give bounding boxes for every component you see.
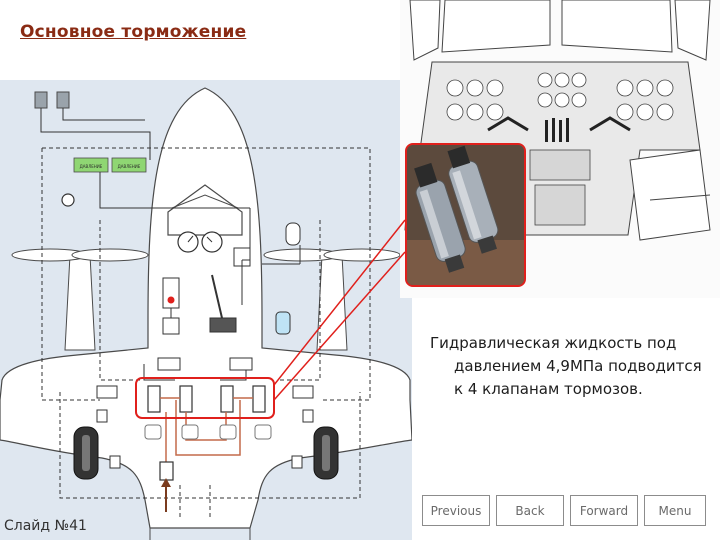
supply-valve bbox=[159, 461, 174, 481]
indicator-label-1: ДАВЛЕНИЕ bbox=[80, 164, 103, 169]
left-propeller bbox=[11, 248, 149, 262]
brake-drum-3 bbox=[219, 424, 237, 440]
right-engine bbox=[316, 254, 348, 351]
center-console bbox=[529, 149, 591, 226]
brake-valves-image bbox=[407, 145, 524, 285]
control-box-2 bbox=[56, 91, 70, 109]
valve-left-outer bbox=[96, 385, 118, 399]
hydraulic-tank bbox=[275, 311, 291, 335]
previous-button[interactable]: Previous bbox=[422, 495, 490, 526]
brake-valve-4 bbox=[252, 385, 266, 413]
valve-right-outer bbox=[292, 385, 314, 399]
brake-lever bbox=[211, 274, 223, 319]
brake-valve-2 bbox=[179, 385, 193, 413]
control-box-1 bbox=[34, 91, 48, 109]
cockpit-window bbox=[167, 184, 243, 236]
brake-system-diagram: ДАВЛЕНИЕ ДАВЛЕНИЕ bbox=[0, 80, 412, 540]
indicator-label-2: ДАВЛЕНИЕ bbox=[118, 164, 141, 169]
brake-valve-3 bbox=[220, 385, 234, 413]
valve-top-left bbox=[157, 357, 181, 371]
back-button[interactable]: Back bbox=[496, 495, 564, 526]
green-indicator-1 bbox=[73, 157, 109, 173]
brake-drum-2 bbox=[181, 424, 199, 440]
brake-valve-1 bbox=[147, 385, 161, 413]
instrument-gauges bbox=[446, 72, 674, 121]
parking-brake-red bbox=[167, 296, 175, 304]
valve-top-right bbox=[229, 357, 253, 371]
aircraft-outline bbox=[0, 87, 412, 529]
green-indicator-2 bbox=[111, 157, 147, 173]
forward-button[interactable]: Forward bbox=[570, 495, 638, 526]
brake-drum-1 bbox=[144, 424, 162, 440]
aircraft-schematic: ДАВЛЕНИЕ ДАВЛЕНИЕ bbox=[0, 87, 412, 540]
small-gauge bbox=[61, 193, 75, 207]
description-paragraph: Гидравлическая жидкость под давлением 4,… bbox=[430, 334, 702, 398]
slide-title: Основное торможение bbox=[20, 22, 247, 42]
description-text: Гидравлическая жидкость под давлением 4,… bbox=[430, 332, 710, 401]
brake-valves-photo bbox=[405, 143, 526, 287]
menu-button[interactable]: Menu bbox=[644, 495, 706, 526]
left-engine bbox=[64, 254, 96, 351]
brake-drum-4 bbox=[254, 424, 272, 440]
hydraulic-reservoir bbox=[285, 222, 301, 246]
slide-number: Слайд №41 bbox=[4, 518, 87, 534]
